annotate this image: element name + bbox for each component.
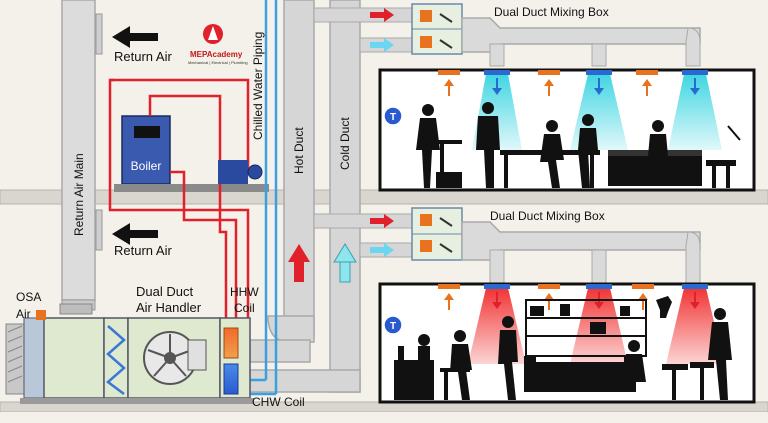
- cool-beam-3: [668, 74, 722, 150]
- label-chilled-water-piping: Chilled Water Piping: [251, 32, 265, 140]
- ahu-coil-section: [103, 317, 129, 399]
- label-hot-duct: Hot Duct: [292, 127, 306, 174]
- thermostat-lower-label: T: [390, 321, 396, 332]
- return-grille-upper-3: [636, 70, 658, 75]
- hot-air-arrow-top: [370, 8, 394, 22]
- drop-top-2: [591, 43, 607, 67]
- office-silhouettes-lower: [394, 296, 732, 400]
- return-grille-upper-1: [438, 70, 460, 75]
- return-grille-bottom: [95, 209, 103, 251]
- osa-damper-actuator: [36, 310, 46, 320]
- cold-air-arrow-bottom: [370, 243, 394, 257]
- ahu-filter: [23, 317, 45, 399]
- hot-branch-top: [313, 7, 415, 23]
- label-boiler: Boiler: [131, 159, 162, 173]
- warm-beam-3: [666, 288, 724, 364]
- cold-duct-riser: [329, 0, 361, 393]
- equipment-pad: [114, 184, 269, 192]
- label-return-air-bottom: Return Air: [114, 243, 172, 258]
- diffuser-lower-3: [682, 284, 708, 289]
- hot-duct-arrow: [288, 244, 310, 282]
- diffuser-lower-2: [586, 284, 612, 289]
- hot-air-arrow-bottom: [370, 214, 394, 228]
- chw-coil-block: [223, 363, 239, 395]
- ahu-base: [20, 398, 254, 404]
- label-hhw-line1: HHW: [230, 285, 259, 299]
- ahu-coil-zigzag: [106, 325, 126, 395]
- ahu-return-connection: [59, 303, 93, 315]
- thermostat-upper-label: T: [390, 112, 396, 123]
- label-mixing-box-bottom: Dual Duct Mixing Box: [490, 209, 605, 223]
- mepacademy-logo: [203, 24, 223, 44]
- fan-icon: [143, 331, 207, 385]
- diffuser-upper-2: [586, 70, 612, 75]
- supply-elbow-bottom: [685, 231, 701, 285]
- supply-arrows-lower: [492, 292, 700, 309]
- return-arrows-upper: [444, 79, 652, 96]
- logo-tagline: Mechanical | Electrical | Plumbing: [188, 60, 248, 65]
- return-grille-lower-2: [538, 284, 560, 289]
- thermostat-lower: T: [383, 315, 403, 335]
- hot-branch-bottom: [313, 213, 415, 229]
- label-osa-line2: Air: [16, 307, 31, 321]
- drop-bottom-1: [489, 249, 505, 285]
- return-grille-top: [95, 13, 103, 55]
- label-air-handler-line1: Dual Duct: [136, 284, 193, 299]
- cold-air-arrow-top: [370, 38, 394, 52]
- diffuser-upper-3: [682, 70, 708, 75]
- hot-duct-supply: [249, 339, 311, 363]
- air-handler-unit: [5, 303, 254, 404]
- label-osa-line1: OSA: [16, 290, 41, 304]
- louver-blades: [7, 325, 23, 383]
- drop-bottom-2: [591, 249, 607, 285]
- label-return-air-main: Return Air Main: [72, 153, 86, 236]
- mixing-box-top: [411, 3, 463, 55]
- return-grille-lower-1: [438, 284, 460, 289]
- diffuser-lower-1: [484, 284, 510, 289]
- boiler-panel: [134, 126, 160, 138]
- drop-top-1: [489, 43, 505, 67]
- label-return-air-top: Return Air: [114, 49, 172, 64]
- return-air-main-duct: [61, 0, 96, 301]
- floor-slab-upper: [0, 189, 768, 205]
- mixing-box-bottom: [411, 207, 463, 261]
- return-grille-lower-3: [632, 284, 654, 289]
- return-grille-upper-2: [538, 70, 560, 75]
- diffuser-upper-1: [484, 70, 510, 75]
- supply-arrows-upper: [492, 78, 700, 95]
- hhw-coil-block: [223, 327, 239, 359]
- logo-peak-icon: [208, 26, 218, 40]
- office-silhouettes-upper: [416, 102, 741, 188]
- thermostat-upper: T: [383, 106, 403, 126]
- label-hhw-line2: Coil: [234, 301, 255, 315]
- supply-elbow-top: [685, 27, 701, 67]
- label-mixing-box-top: Dual Duct Mixing Box: [494, 5, 609, 19]
- label-cold-duct: Cold Duct: [338, 117, 352, 170]
- cold-duct-arrow: [333, 243, 357, 283]
- return-arrows-lower: [444, 293, 648, 310]
- label-chw-coil: CHW Coil: [252, 395, 305, 409]
- return-air-arrow-top: [112, 26, 158, 48]
- ahu-mixing-section: [43, 317, 105, 399]
- logo-name: MEPAcademy: [190, 50, 243, 59]
- diagram-canvas: T T: [0, 0, 768, 412]
- pump: [218, 160, 263, 184]
- return-air-arrow-bottom: [112, 223, 158, 245]
- label-air-handler-line2: Air Handler: [136, 300, 202, 315]
